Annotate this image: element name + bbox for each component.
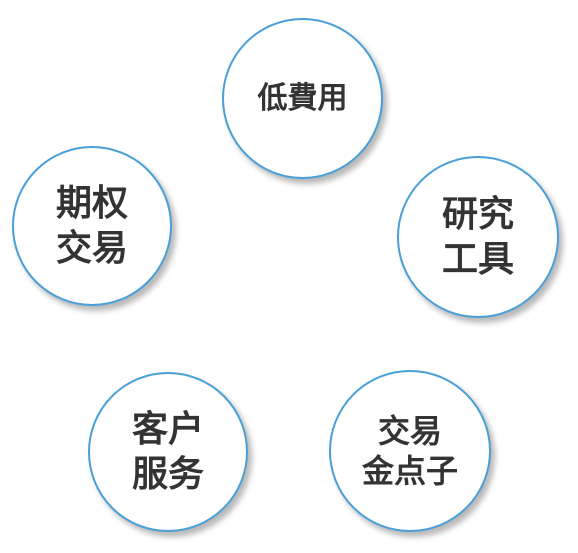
feature-label-line: 服务 <box>131 454 204 495</box>
feature-bubble-options-trading: 期权 交易 <box>12 146 172 306</box>
feature-bubble-customer-service: 客户 服务 <box>88 372 248 532</box>
feature-bubble-trading-tips: 交易 金点子 <box>329 370 491 532</box>
feature-bubble-low-fee: 低費用 <box>222 18 383 179</box>
feature-label-line: 交易 <box>377 412 442 450</box>
feature-label-line: 低費用 <box>257 80 348 116</box>
feature-label-line: 客户 <box>131 409 204 450</box>
feature-label-low-fee: 低費用 <box>258 80 348 118</box>
feature-label-line: 工具 <box>441 239 514 280</box>
feature-label-options-trading: 期权 交易 <box>56 181 128 271</box>
feature-bubble-research-tools: 研究 工具 <box>397 156 559 318</box>
feature-label-line: 金点子 <box>361 452 458 490</box>
feature-label-customer-service: 客户 服务 <box>132 407 204 497</box>
feature-label-line: 期权 <box>55 183 128 224</box>
feature-label-research-tools: 研究 工具 <box>442 192 514 282</box>
feature-label-line: 研究 <box>441 194 514 235</box>
feature-label-line: 交易 <box>55 228 128 269</box>
feature-label-trading-tips: 交易 金点子 <box>362 411 458 491</box>
